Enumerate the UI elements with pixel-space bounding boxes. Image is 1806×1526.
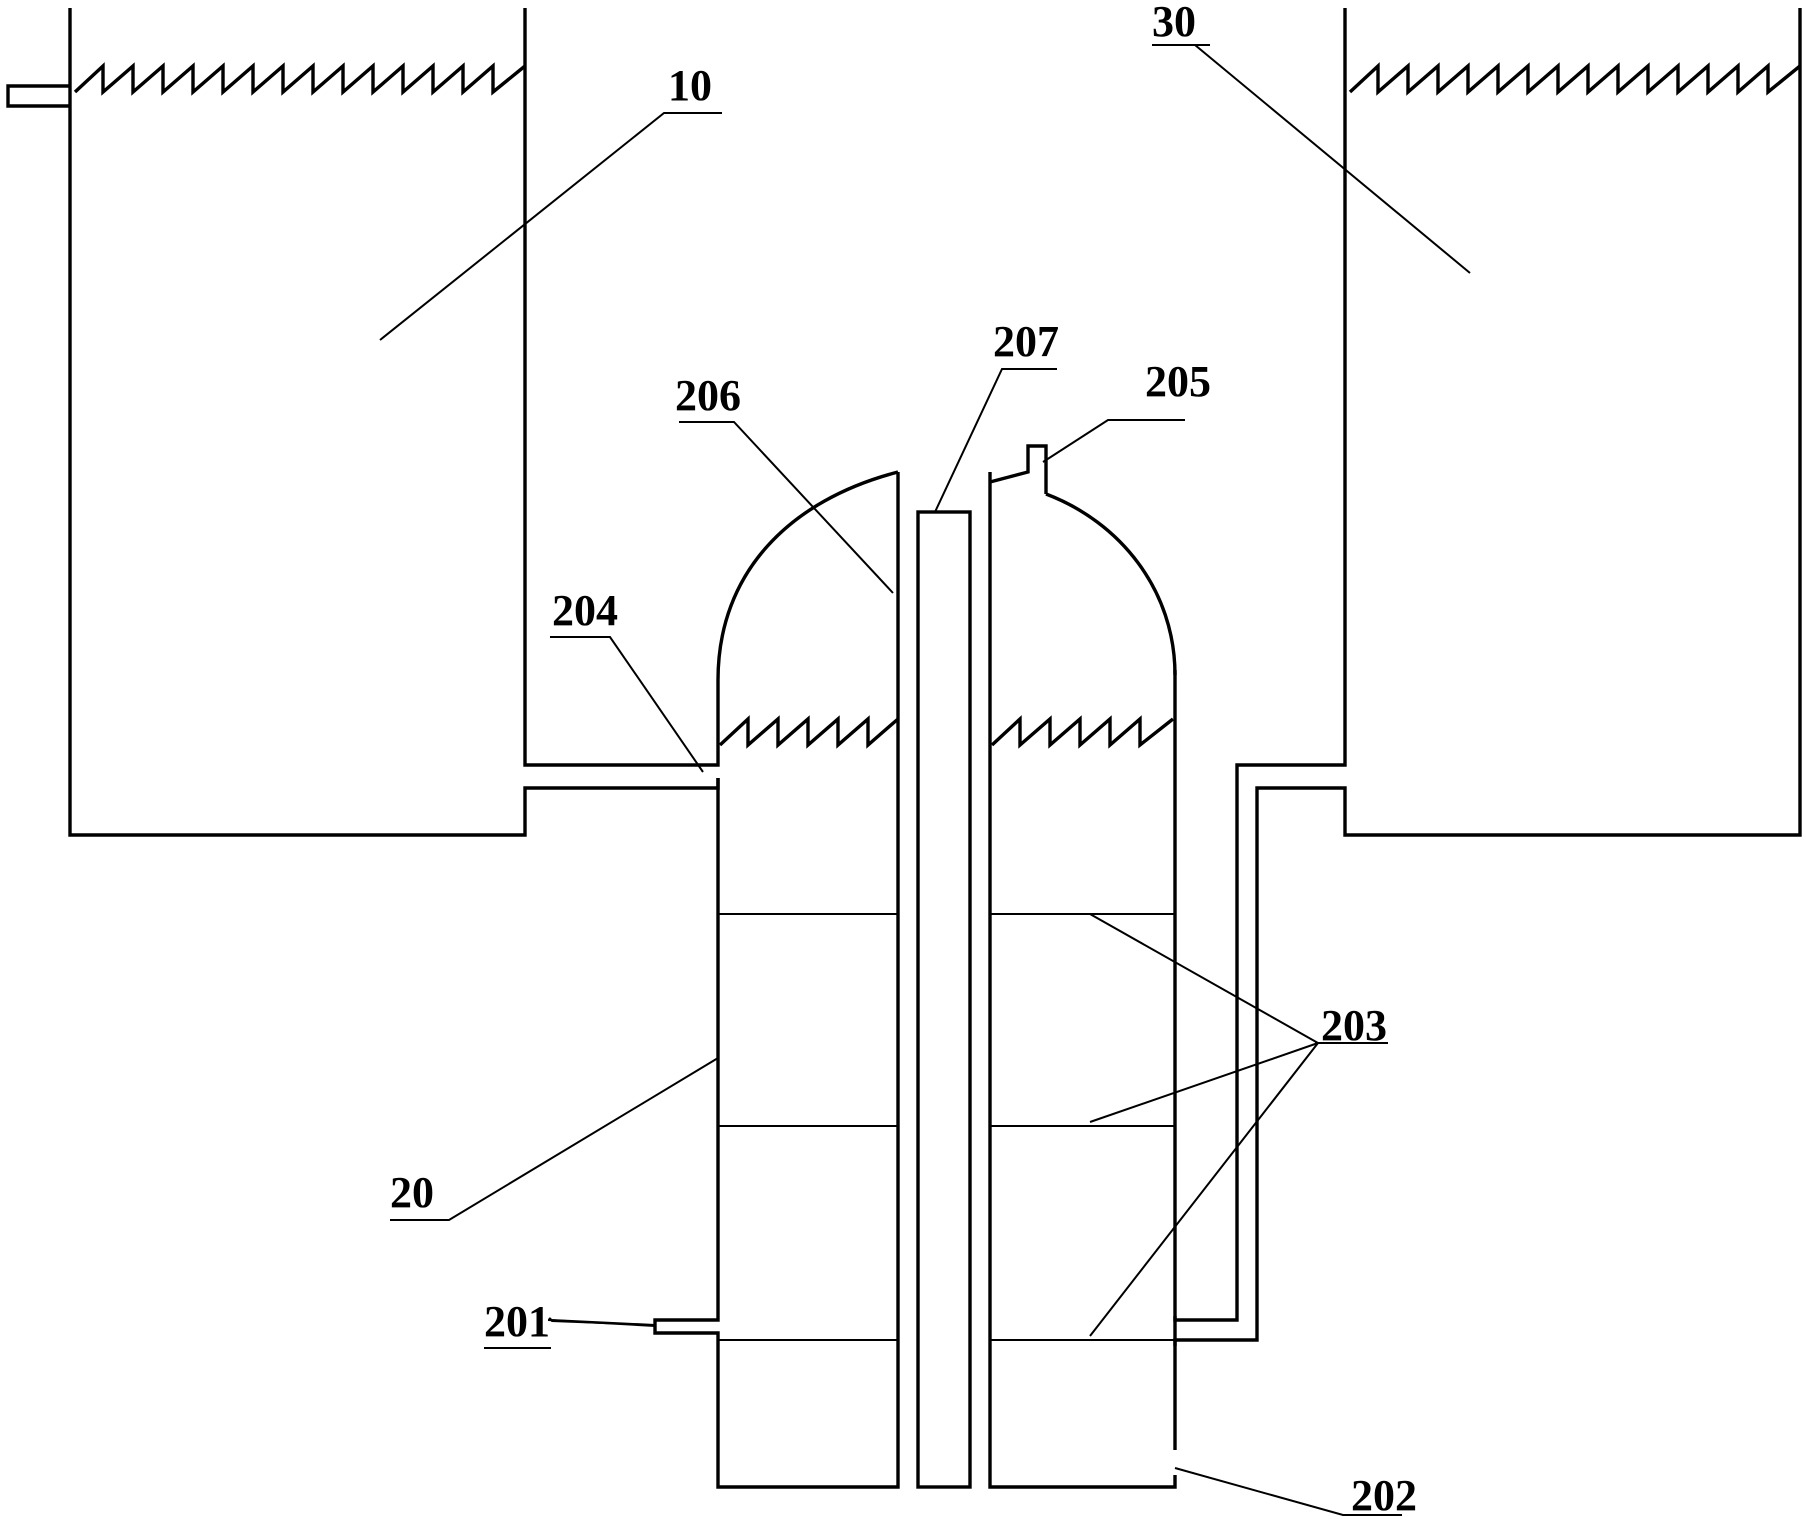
right-tank-liquid-level [1348, 62, 1802, 96]
label-207: 207 [993, 317, 1059, 366]
labels: 10 30 207 206 205 204 203 20 201 202 [390, 0, 1417, 1520]
column [653, 444, 1177, 1489]
left-tank-liquid-level [73, 62, 527, 96]
leader-lines [379, 44, 1471, 1516]
label-201: 201 [484, 1297, 550, 1346]
column-right-liquid-level [990, 715, 1175, 749]
column-left-liquid-level [718, 715, 900, 749]
label-30: 30 [1152, 0, 1196, 46]
label-20: 20 [390, 1168, 434, 1217]
label-206: 206 [675, 371, 741, 420]
label-204: 204 [552, 586, 618, 635]
label-10: 10 [668, 61, 712, 110]
label-underlines [390, 44, 1402, 1516]
label-202: 202 [1351, 1471, 1417, 1520]
left-tank [6, 8, 720, 837]
label-203: 203 [1321, 1001, 1387, 1050]
label-205: 205 [1145, 357, 1211, 406]
central-tube [916, 510, 972, 1489]
right-tank [1173, 8, 1802, 1346]
